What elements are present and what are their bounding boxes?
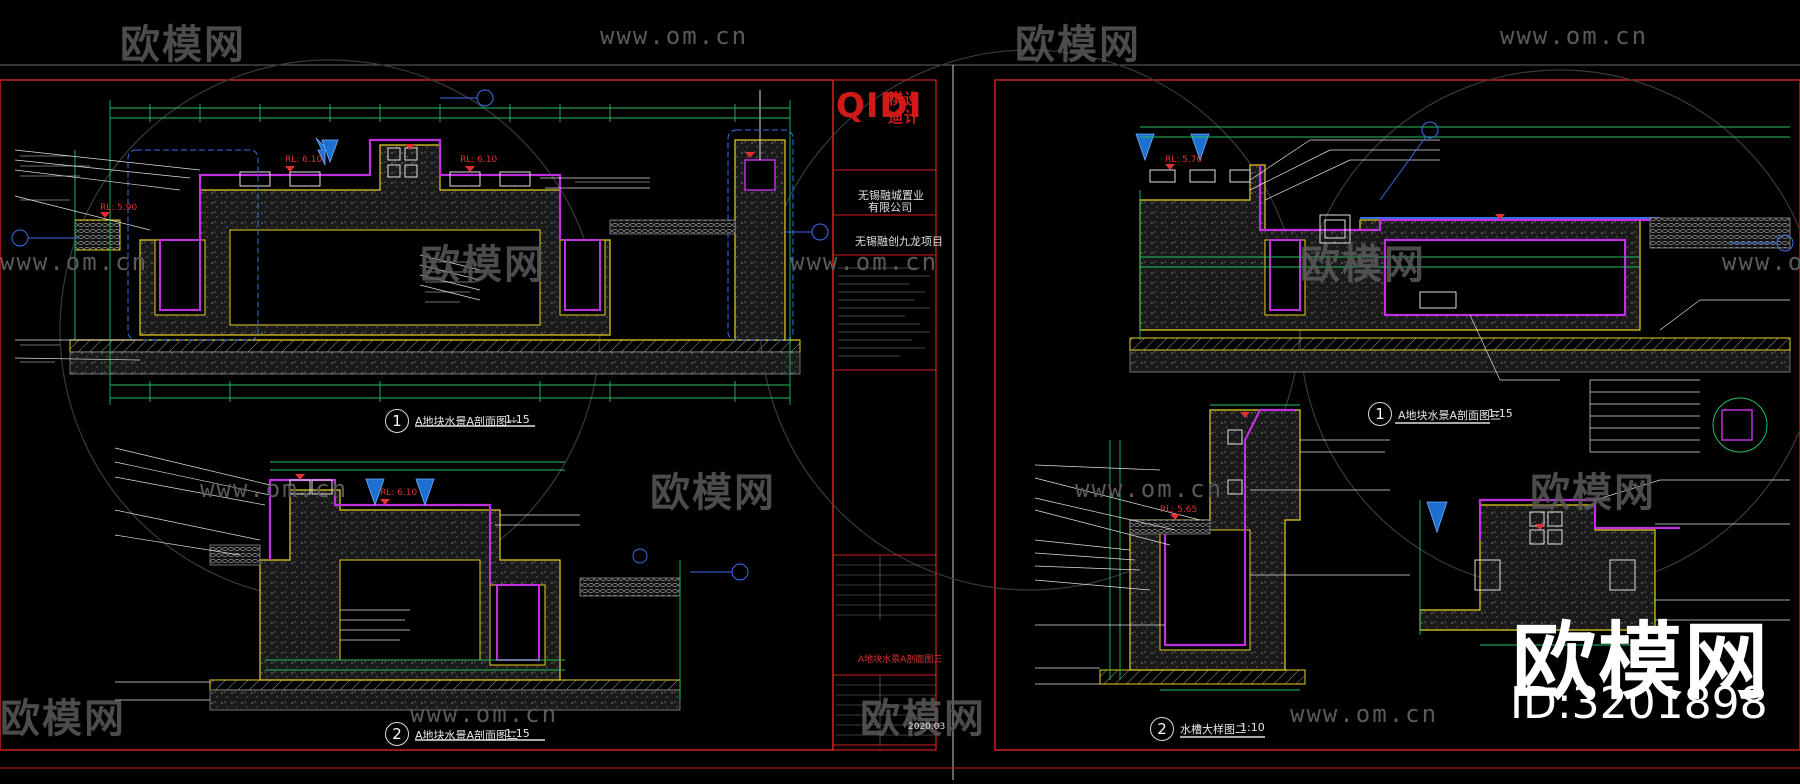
firm-logo-mark: 棋设 (888, 90, 921, 108)
watermark-logo: 欧模网 (1015, 22, 1141, 68)
watermark-url: www.om.cn (200, 475, 349, 503)
caption-underlines (415, 422, 1490, 741)
firm-logo-mark: 迪计 (888, 108, 921, 126)
client-name: 无锡融城置业 (858, 189, 924, 202)
watermark-logo: 欧模网 (1300, 242, 1426, 288)
watermark-logo: 欧模网 (120, 22, 246, 68)
level-label: RL: 5.90 (100, 203, 138, 213)
watermark-url: www.om.cn (410, 700, 559, 728)
section-drawing-1 (11, 89, 829, 405)
drawing-title: A地块水景A剖面图三 (1398, 409, 1502, 422)
sheet-name: A地块水景A剖面图三 (858, 655, 943, 665)
section-drawing-4 (1034, 404, 1410, 691)
watermark-url: www.om.cn (1722, 248, 1800, 276)
watermark-url: www.om.cn (1500, 22, 1649, 50)
level-label: RL: 6.10 (460, 155, 498, 165)
watermark-logo: 欧模网 (860, 696, 986, 742)
section-drawing-2 (114, 447, 749, 711)
drawing-number-circle: 1 (385, 409, 409, 433)
drawing-scale: 1:15 (505, 413, 530, 426)
level-label: RL: 6.10 (285, 155, 323, 165)
watermark-url: www.om.cn (1290, 700, 1439, 728)
drawing-title: A地块水景A剖面图一 (415, 415, 519, 428)
watermark-url: www.om.cn (790, 248, 939, 276)
watermark-url: www.om.cn (0, 248, 149, 276)
drawing-title: A地块水景A剖面图二 (415, 729, 519, 742)
drawing-number-circle: 1 (1368, 402, 1392, 426)
level-label: RL: 5.65 (1160, 505, 1198, 515)
drawing-number-circle: 2 (1150, 717, 1174, 741)
client-name: 有限公司 (868, 201, 912, 214)
title-block (832, 79, 937, 751)
watermark-url: www.om.cn (600, 22, 749, 50)
drawing-scale: 1:15 (1488, 407, 1513, 420)
section-drawing-3 (1129, 121, 1794, 453)
drawing-title: 水槽大样图二 (1180, 723, 1246, 736)
sheet-date: 2020.03 (908, 722, 946, 732)
drawing-number-circle: 2 (385, 722, 409, 746)
drawing-scale: 1:15 (505, 727, 530, 740)
level-label: RL: 6.10 (380, 488, 418, 498)
section-drawing-5 (1419, 479, 1790, 646)
watermark-url: www.om.cn (1075, 475, 1224, 503)
watermark-logo: 欧模网 (0, 696, 126, 742)
brand-overlay: 欧模网 (1512, 613, 1771, 711)
firm-logo: QIDI (836, 86, 923, 126)
drawing-scale: 1:10 (1240, 721, 1265, 734)
level-label: RL: 5.70 (1165, 155, 1203, 165)
sheet-frame-right (994, 79, 1800, 751)
project-name: 无锡融创九龙项目 (855, 235, 943, 248)
watermark-logo: 欧模网 (650, 470, 776, 516)
model-id-overlay: ID:3201898 (1510, 678, 1768, 729)
watermark-logo: 欧模网 (420, 242, 546, 288)
watermark-logo: 欧模网 (1530, 470, 1656, 516)
